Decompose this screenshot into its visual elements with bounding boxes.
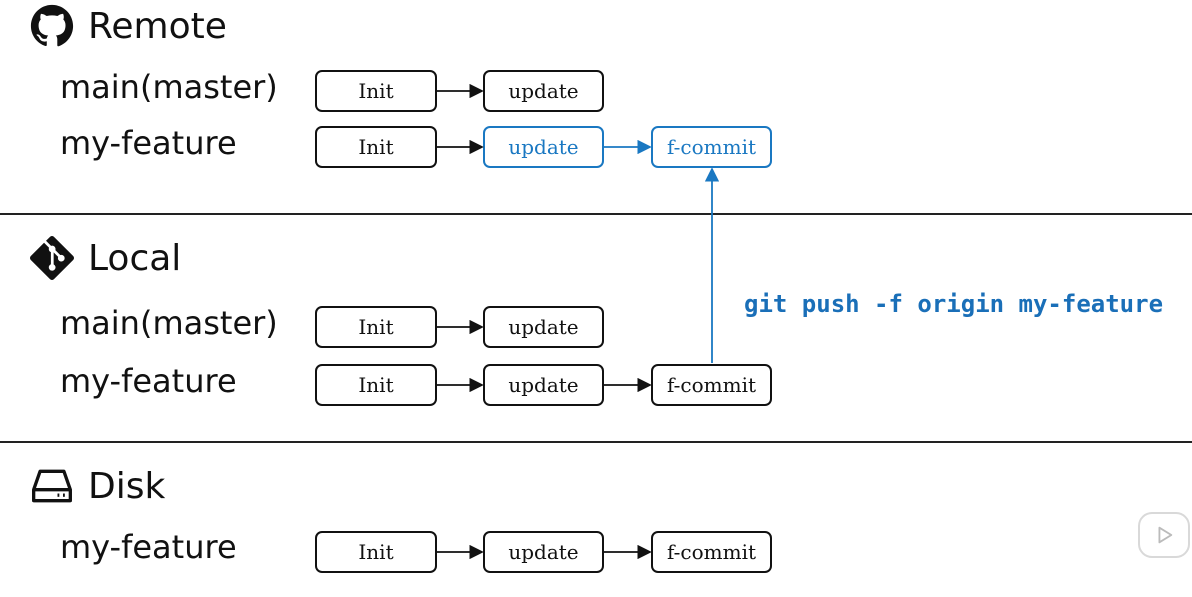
local-feature-commit-update: update: [483, 364, 604, 406]
local-main-commit-init: Init: [315, 306, 437, 348]
push-command-label: git push -f origin my-feature: [744, 290, 1164, 318]
remote-feature-commit-update: update: [483, 126, 604, 168]
remote-main-label: main(master): [60, 68, 278, 106]
local-feature-commit-init: Init: [315, 364, 437, 406]
disk-feature-commit-init: Init: [315, 531, 437, 573]
local-feature-label: my-feature: [60, 362, 237, 400]
remote-feature-label: my-feature: [60, 124, 237, 162]
section-divider-local-disk: [0, 441, 1192, 443]
video-play-button[interactable]: [1138, 512, 1190, 558]
local-title-text: Local: [88, 237, 182, 279]
remote-feature-commit-fcommit: f-commit: [651, 126, 772, 168]
remote-section-title: Remote: [30, 4, 227, 48]
remote-title-text: Remote: [88, 5, 227, 47]
git-icon: [30, 236, 74, 280]
remote-feature-commit-init: Init: [315, 126, 437, 168]
remote-main-commit-update: update: [483, 70, 604, 112]
play-icon: [1158, 526, 1173, 544]
section-divider-remote-local: [0, 213, 1192, 215]
github-icon: [30, 4, 74, 47]
disk-section-title: Disk: [30, 464, 165, 508]
remote-main-commit-init: Init: [315, 70, 437, 112]
hard-drive-icon: [32, 469, 72, 503]
disk-feature-commit-fcommit: f-commit: [651, 531, 772, 573]
disk-feature-commit-update: update: [483, 531, 604, 573]
disk-feature-label: my-feature: [60, 528, 237, 566]
local-section-title: Local: [30, 236, 181, 280]
local-feature-commit-fcommit: f-commit: [651, 364, 772, 406]
local-main-label: main(master): [60, 304, 278, 342]
disk-title-text: Disk: [88, 465, 166, 507]
local-main-commit-update: update: [483, 306, 604, 348]
